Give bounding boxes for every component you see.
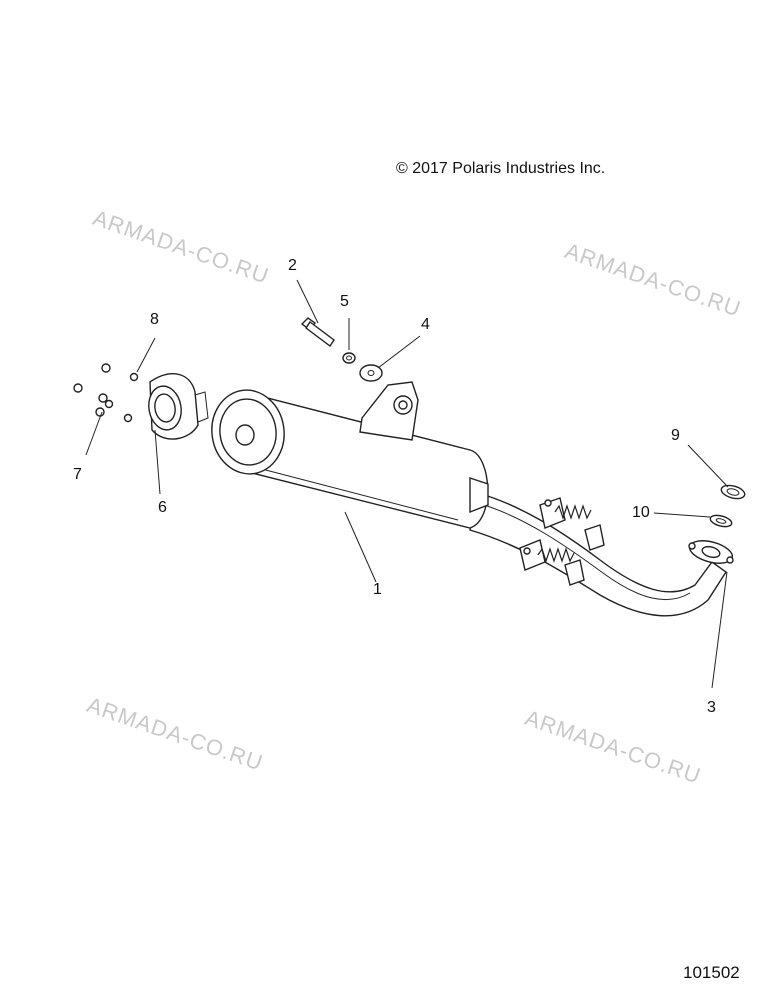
pipe-springs <box>519 497 605 586</box>
diagram-id: 101502 <box>683 963 740 982</box>
muffler <box>211 381 489 529</box>
washer <box>359 364 383 382</box>
callout-6: 6 <box>158 499 167 516</box>
lock-washer-hole <box>346 355 352 361</box>
callout-1: 1 <box>373 581 382 598</box>
callout-10: 10 <box>632 504 650 521</box>
callout-8: 8 <box>150 311 159 328</box>
seal <box>709 514 733 528</box>
small-lock-washers <box>104 372 139 423</box>
callout-9: 9 <box>671 427 680 444</box>
seal-hole <box>715 518 727 524</box>
callout-7: 7 <box>73 466 82 483</box>
spark-arrestor <box>148 373 209 440</box>
washer-hole <box>367 370 375 376</box>
leader-lines <box>85 279 729 689</box>
copyright-notice: © 2017 Polaris Industries Inc. <box>396 160 606 177</box>
gasket <box>720 484 746 500</box>
gasket-hole <box>726 488 740 496</box>
head-pipe <box>469 492 734 617</box>
bolt <box>300 317 335 348</box>
callout-5: 5 <box>340 293 349 310</box>
callout-4: 4 <box>421 316 430 333</box>
callout-3: 3 <box>707 699 716 716</box>
screws <box>73 363 111 417</box>
lock-washer <box>342 352 356 364</box>
callout-2: 2 <box>288 257 297 274</box>
